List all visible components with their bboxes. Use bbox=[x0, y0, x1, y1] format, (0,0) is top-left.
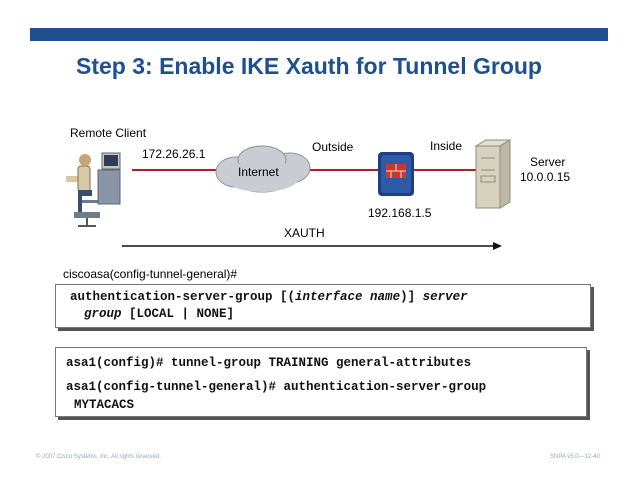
firewall-ip: 192.168.1.5 bbox=[368, 206, 432, 220]
server-label: Server bbox=[530, 155, 566, 169]
syntax-box: authentication-server-group [(interface … bbox=[55, 284, 591, 328]
internet-label: Internet bbox=[238, 165, 279, 179]
remote-client-ip: 172.26.26.1 bbox=[142, 147, 206, 161]
remote-client-label: Remote Client bbox=[70, 126, 147, 140]
copyright-footer: © 2007 Cisco Systems, Inc. All rights re… bbox=[36, 454, 161, 460]
title-bar-accent bbox=[30, 28, 608, 41]
server-icon bbox=[474, 139, 512, 209]
network-diagram bbox=[66, 139, 512, 250]
inside-label: Inside bbox=[430, 139, 463, 153]
syntax-group-arg: group bbox=[84, 307, 122, 321]
syntax-server-arg: server bbox=[422, 290, 468, 304]
xauth-label: XAUTH bbox=[284, 226, 325, 240]
syntax-line-2: group [LOCAL | NONE] bbox=[70, 306, 590, 323]
internet-cloud-icon bbox=[215, 145, 311, 193]
firewall-icon bbox=[378, 152, 414, 196]
remote-client-icon bbox=[66, 152, 121, 227]
syntax-bracket: )] bbox=[400, 290, 423, 304]
example-box: asa1(config)# tunnel-group TRAINING gene… bbox=[55, 347, 587, 417]
syntax-command: authentication-server-group [( bbox=[70, 290, 296, 304]
syntax-interface-arg: interface name bbox=[295, 290, 401, 304]
example-line-3: MYTACACS bbox=[74, 398, 135, 412]
syntax-options: [LOCAL | NONE] bbox=[121, 307, 235, 321]
syntax-line-1: authentication-server-group [(interface … bbox=[70, 289, 590, 306]
example-line-1: asa1(config)# tunnel-group TRAINING gene… bbox=[66, 356, 472, 370]
xauth-arrowhead bbox=[493, 242, 502, 250]
example-line-2: asa1(config-tunnel-general)# authenticat… bbox=[66, 380, 487, 394]
outside-label: Outside bbox=[312, 140, 354, 154]
command-prompt: ciscoasa(config-tunnel-general)# bbox=[63, 267, 238, 281]
slide-title: Step 3: Enable IKE Xauth for Tunnel Grou… bbox=[76, 53, 542, 79]
slide-reference: SNPA v5.0—12-40 bbox=[550, 454, 600, 460]
server-ip: 10.0.0.15 bbox=[520, 170, 571, 184]
